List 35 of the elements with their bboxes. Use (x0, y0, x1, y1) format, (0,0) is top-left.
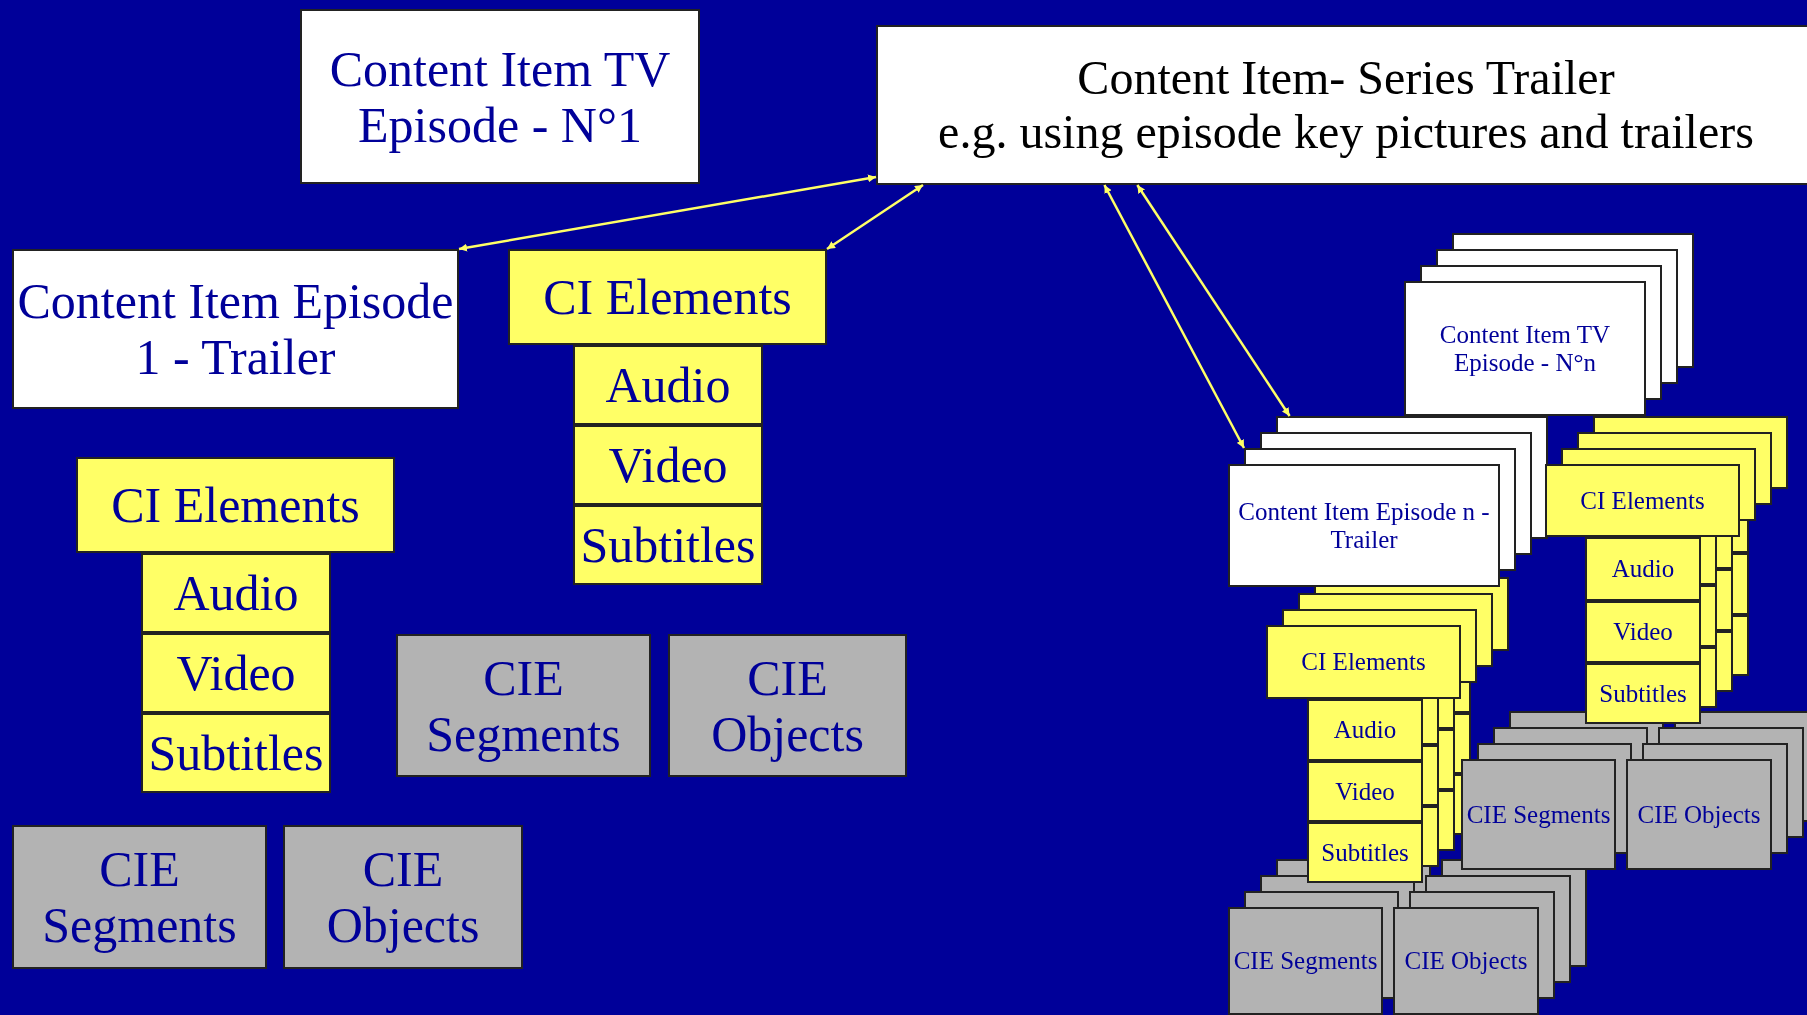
element-box: Subtitles (141, 713, 331, 793)
box-heading: Content Item- Series Trailer (1077, 51, 1615, 105)
ci-elements-box: CI Elements (1266, 625, 1461, 699)
content-item-box (876, 25, 1807, 185)
cie-box: CIE Segments (1228, 907, 1383, 1015)
ci-elements-box: CI Elements (1545, 464, 1740, 537)
content-item-box: Content Item TV Episode - N°n (1404, 281, 1646, 416)
element-box: Subtitles (573, 505, 763, 585)
element-box: Subtitles (1307, 822, 1423, 883)
content-item-box: Content Item TV Episode - N°1 (300, 9, 700, 184)
content-item-box: Content Item Episode n - Trailer (1228, 464, 1500, 587)
box-subtext: e.g. using episode key pictures and trailers (938, 105, 1754, 159)
ci-elements-box: CI Elements (508, 249, 827, 345)
element-box: Audio (1307, 699, 1423, 761)
cie-box: CIE Segments (396, 634, 651, 777)
double-arrow (826, 183, 924, 251)
double-arrow (1103, 184, 1246, 449)
double-arrow (1136, 184, 1291, 417)
element-box: Subtitles (1585, 663, 1701, 724)
element-box: Video (1307, 761, 1423, 822)
element-box: Audio (1585, 537, 1701, 601)
element-box: Video (573, 425, 763, 505)
cie-box: CIE Objects (1626, 759, 1772, 870)
cie-box: CIE Objects (668, 634, 907, 777)
cie-box: CIE Objects (283, 825, 523, 969)
content-item-box: Content Item Episode 1 - Trailer (12, 249, 459, 409)
element-box: Video (141, 633, 331, 713)
cie-box: CIE Segments (12, 825, 267, 969)
element-box: Video (1585, 601, 1701, 663)
double-arrow (458, 174, 877, 252)
element-box: Audio (141, 553, 331, 633)
element-box: Audio (573, 345, 763, 425)
cie-box: CIE Objects (1393, 907, 1539, 1015)
cie-box: CIE Segments (1461, 759, 1616, 870)
ci-elements-box: CI Elements (76, 457, 395, 553)
